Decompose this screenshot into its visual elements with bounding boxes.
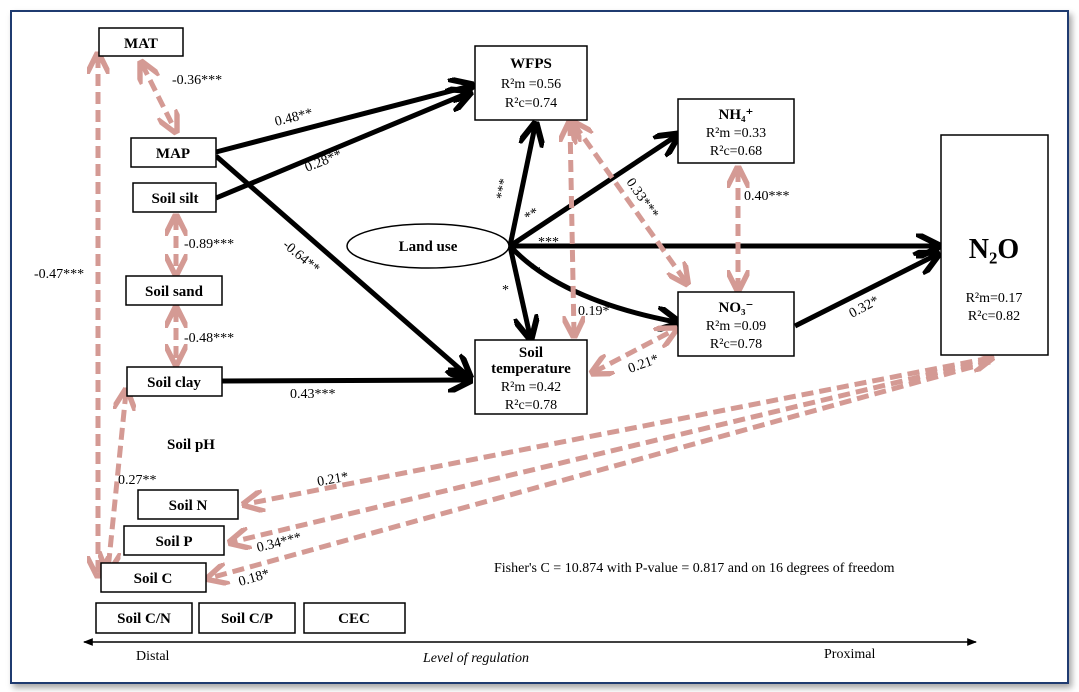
node-map-box [130,137,217,168]
path-n2o-soiln [246,358,990,504]
path-clay-temp [221,380,468,381]
node-silt-box [132,182,217,213]
node-no3-box [677,291,795,357]
path-wfps-temp [570,124,574,334]
node-n2o-r2m: R²m=0.17 [966,291,1023,306]
node-wfps-box [474,45,588,121]
node-soilp-box [123,525,225,556]
node-soiln-box [137,489,239,520]
coef-lu-nh4: ** [522,205,542,225]
coef-sand-clay: -0.48*** [184,331,234,346]
axis-distal-label: Distal [136,649,170,664]
node-wfps-r2m: R²m =0.56 [501,77,561,92]
path-no3-n2o [793,255,936,329]
node-temp-box [474,339,588,415]
coef-lu-n2o: *** [538,235,559,250]
node-sand-box [125,275,223,306]
node-mat-label: MAT [124,36,158,52]
node-nh4-r2c: R²c=0.68 [710,144,762,159]
node-landuse-label: Land use [399,239,458,255]
node-sand-label: Soil sand [145,284,204,300]
path-n2o-soilp [232,357,991,542]
axis-center-label: Level of regulation [422,651,529,666]
node-soilcp-label: Soil C/P [221,611,273,627]
node-n2o-box [940,134,1049,356]
node-wfps-r2c: R²c=0.74 [505,96,557,111]
coef-temp-no3: 0.21* [626,352,661,377]
node-nh4-r2m: R²m =0.33 [706,126,766,141]
dashed-paths [98,56,990,578]
node-ph-label: Soil pH [167,437,215,453]
coef-clay-temp: 0.43*** [290,387,336,402]
path-clay-soilc [108,392,126,570]
node-cec-label: CEC [338,611,370,627]
path-mat-map [142,64,175,130]
coef-silt-sand: -0.89*** [184,237,234,252]
coef-lu-wfps: *** [494,177,512,200]
coef-wfps-temp: 0.19* [578,304,610,319]
axis-proximal-label: Proximal [824,647,875,662]
path-lu-temp [507,245,530,336]
coef-mat-soilc: -0.47*** [34,267,84,282]
node-mat-box [98,27,184,57]
path-map-temp [214,154,468,376]
coef-nh4-no3: 0.40*** [744,189,790,204]
node-landuse-ellipse [346,223,510,269]
regulation-axis: Distal Level of regulation Proximal [83,638,977,666]
node-clay-box [126,366,223,397]
coef-lu-temp: * [502,283,509,298]
node-n2o-r2c: R²c=0.82 [968,309,1020,324]
path-lu-wfps [507,126,535,247]
coef-clay-soilc: 0.27** [118,473,157,488]
node-nh4-title: NH₄⁺ [719,107,754,123]
node-nh4-box [677,98,795,164]
node-soilcp-box [198,602,296,634]
node-soilc-label: Soil C [134,571,173,587]
coef-mat-map: -0.36*** [172,73,222,88]
node-no3-r2c: R²c=0.78 [710,337,762,352]
coef-lu-no3: ** [524,260,544,280]
node-cec-box [303,602,406,634]
node-soilcn-label: Soil C/N [117,611,171,627]
path-n2o-soilc [210,359,991,578]
node-soiln-label: Soil N [169,498,208,514]
node-no3-title: NO₃⁻ [719,300,754,316]
node-temp-title2: temperature [491,361,571,377]
path-wfps-no3 [574,124,686,282]
node-temp-title1: Soil [519,345,543,361]
node-soilp-label: Soil P [155,534,192,550]
node-silt-label: Soil silt [151,191,198,207]
node-clay-label: Soil clay [147,375,201,391]
node-temp-r2m: R²m =0.42 [501,380,561,395]
node-map-label: MAP [156,146,190,162]
node-no3-r2m: R²m =0.09 [706,319,766,334]
path-map-wfps [215,86,470,155]
node-temp-r2c: R²c=0.78 [505,398,557,413]
nodes [95,27,1049,634]
node-n2o-title: N₂O [969,234,1019,265]
fisher-c-text: Fisher's C = 10.874 with P-value = 0.817… [494,561,895,576]
node-wfps-title: WFPS [510,56,552,72]
path-silt-wfps [215,93,468,201]
coef-n2o-soiln: 0.21* [316,470,350,490]
node-soilc-box [100,562,207,593]
node-soilcn-box [95,602,193,634]
